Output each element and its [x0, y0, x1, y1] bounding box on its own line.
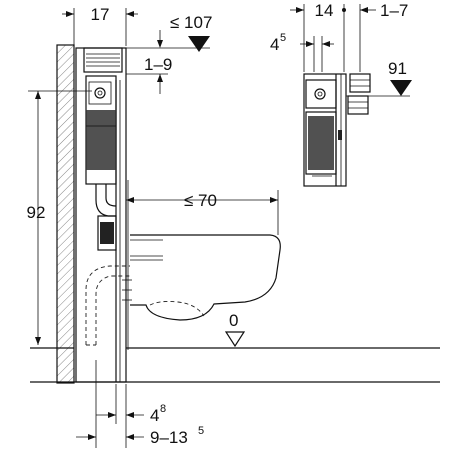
label-side-depth: 14	[315, 1, 334, 20]
dim-bottom-range: 9–13 5	[76, 360, 204, 448]
label-side-offset-sup: 5	[280, 32, 286, 44]
label-frame-depth: 17	[91, 5, 110, 24]
label-floor-level: 0	[229, 311, 238, 330]
side-panel	[349, 73, 371, 93]
side-frame	[303, 73, 347, 187]
label-total-height: 92	[27, 203, 46, 222]
dim-top-offset: 1–9	[126, 55, 172, 94]
label-side-range: 1–7	[380, 1, 408, 20]
label-top-offset: 1–9	[144, 55, 172, 74]
label-bottom-offset-sup: 8	[160, 403, 166, 415]
label-top-height: ≤ 107	[170, 13, 212, 32]
label-bottom-range-sup: 5	[198, 425, 204, 437]
label-bottom-range: 9–13	[150, 428, 188, 447]
dim-side-height: 91	[346, 59, 412, 97]
label-bottom-offset: 4	[150, 406, 159, 425]
toilet-bowl	[130, 234, 281, 321]
cistern-top	[83, 47, 123, 73]
wall-hatched	[56, 44, 75, 384]
dim-bowl-projection: ≤ 70	[126, 190, 279, 235]
dim-top-height: ≤ 107	[126, 13, 212, 52]
label-side-offset: 4	[270, 35, 279, 54]
floor-level-marker: 0	[224, 311, 246, 348]
label-bowl-projection: ≤ 70	[184, 191, 217, 210]
main-view: 17 ≤ 107 1–9 92	[27, 5, 440, 448]
dim-side-range: 1–7	[359, 1, 408, 72]
dim-total-height: 92	[27, 90, 92, 345]
dim-side-depth: 14	[290, 1, 346, 72]
dim-side-offset: 4 5	[270, 32, 334, 72]
side-view: 14 1–7 4 5 91	[270, 1, 412, 187]
dim-frame-depth: 17	[62, 5, 138, 46]
drain-pipe	[95, 275, 130, 345]
label-side-height: 91	[388, 59, 407, 78]
